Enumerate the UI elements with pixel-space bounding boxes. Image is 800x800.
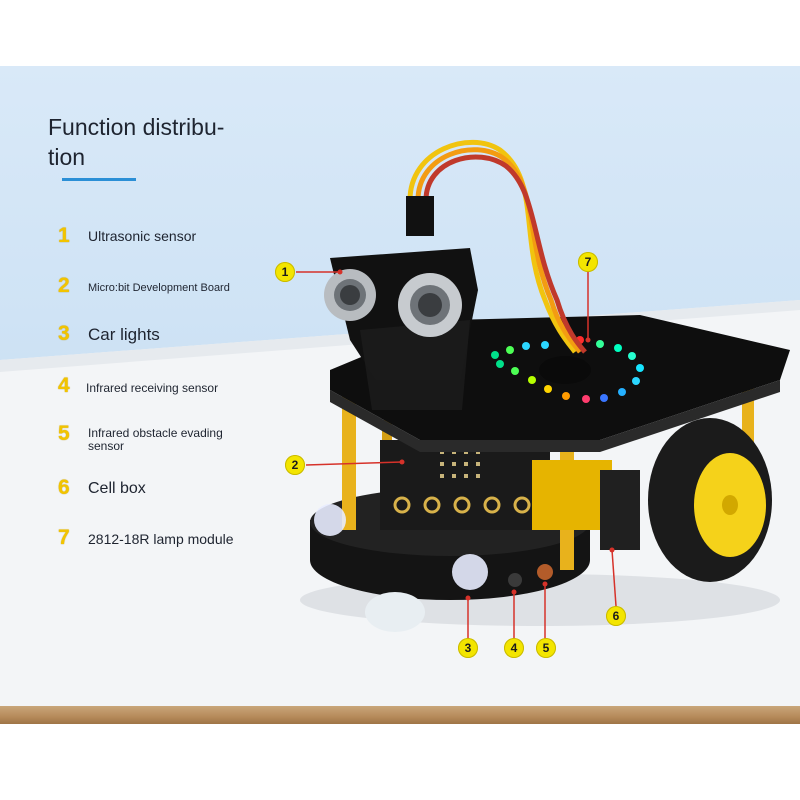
car-light-left bbox=[314, 504, 346, 536]
legend-number: 7 bbox=[58, 526, 70, 549]
legend-number: 4 bbox=[58, 374, 70, 397]
callout-4: 4 bbox=[504, 638, 524, 658]
legend-item-ir-receiver: 4 Infrared receiving sensor bbox=[58, 374, 218, 398]
callout-7: 7 bbox=[578, 252, 598, 272]
car-light-right bbox=[452, 554, 488, 590]
legend-label: Ultrasonic sensor bbox=[88, 228, 197, 244]
legend-item-ir-obstacle: 5 Infrared obstacle evading sensor bbox=[58, 422, 248, 453]
callout-2: 2 bbox=[285, 455, 305, 475]
legend-label: Infrared receiving sensor bbox=[86, 381, 219, 395]
callout-1: 1 bbox=[275, 262, 295, 282]
table-edge bbox=[0, 706, 800, 724]
page-title: Function distribu- tion bbox=[48, 114, 225, 170]
floor bbox=[0, 724, 800, 800]
callout-3: 3 bbox=[458, 638, 478, 658]
rgb-led-ring bbox=[491, 336, 644, 403]
legend-item-ultrasonic: 1 Ultrasonic sensor bbox=[58, 224, 196, 248]
callout-6: 6 bbox=[606, 606, 626, 626]
ir-obstacle-sensor bbox=[537, 564, 553, 580]
legend-label: Infrared obstacle evading sensor bbox=[88, 426, 223, 453]
legend-label: Cell box bbox=[88, 480, 146, 497]
title-underline bbox=[62, 178, 136, 181]
legend-label: Micro:bit Development Board bbox=[88, 282, 230, 294]
wire-connector bbox=[406, 196, 434, 236]
legend-item-microbit: 2 Micro:bit Development Board bbox=[58, 274, 230, 298]
pillar bbox=[342, 390, 356, 530]
legend-number: 1 bbox=[58, 224, 70, 247]
legend-number: 2 bbox=[58, 274, 70, 297]
legend-number: 6 bbox=[58, 476, 70, 499]
caster-wheel bbox=[365, 592, 425, 632]
legend-number: 5 bbox=[58, 422, 70, 445]
legend-item-lamp-module: 7 2812-18R lamp module bbox=[58, 526, 234, 550]
legend-label: 2812-18R lamp module bbox=[88, 531, 234, 547]
callout-lines bbox=[296, 271, 617, 640]
legend-item-car-lights: 3 Car lights bbox=[58, 322, 160, 346]
cell-box bbox=[532, 460, 612, 530]
legend-number: 3 bbox=[58, 322, 70, 345]
microbit-board bbox=[380, 440, 550, 530]
legend-item-cell-box: 6 Cell box bbox=[58, 476, 146, 500]
ir-receiver bbox=[508, 573, 522, 587]
callout-5: 5 bbox=[536, 638, 556, 658]
wire-red bbox=[423, 154, 587, 354]
legend-label: Car lights bbox=[88, 325, 160, 344]
